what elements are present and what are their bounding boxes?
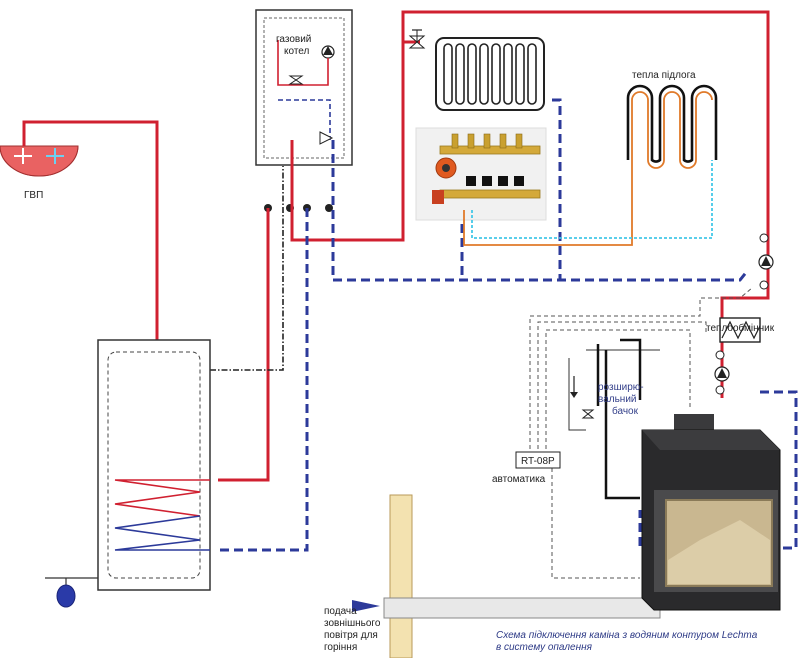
caption-line-2: в систему опалення bbox=[496, 642, 593, 653]
boiler-safety-valve-icon bbox=[288, 75, 304, 85]
expansion-tank-label-2: вальний bbox=[598, 394, 637, 405]
floor-heating-coil bbox=[626, 84, 718, 163]
tank-coil-supply-pipe bbox=[218, 208, 270, 482]
air-supply-label-2: зовнішнього bbox=[324, 618, 381, 629]
circulation-pump-upper bbox=[758, 233, 774, 290]
hot-water-pipe bbox=[22, 120, 159, 340]
automation-sensor-line-4 bbox=[551, 468, 640, 579]
expansion-pipe-b bbox=[620, 338, 642, 400]
automation-sensor-line-2 bbox=[537, 321, 707, 456]
circulation-pump-lower bbox=[714, 350, 730, 395]
floor-heating-return-pipe bbox=[471, 160, 713, 239]
hot-water-label: ГВП bbox=[24, 190, 43, 201]
heat-exchanger-label: теплообмінник bbox=[706, 322, 775, 334]
tank-coil-blue bbox=[114, 515, 210, 551]
automation-sensor-line-3 bbox=[545, 329, 691, 456]
expansion-tank-label-3: бачок bbox=[612, 405, 639, 417]
hot-water-storage-tank bbox=[97, 339, 211, 591]
boiler-shutoff-valves bbox=[264, 204, 333, 212]
controller-box bbox=[515, 451, 561, 469]
boiler-three-way-valve-icon bbox=[319, 131, 334, 145]
caption-line-1: Схема підключення каміна з водяним конту… bbox=[496, 630, 758, 641]
floor-heating-manifold bbox=[415, 127, 547, 221]
air-supply-label-3: повітря для bbox=[324, 630, 378, 641]
gas-boiler-label-2: котел bbox=[284, 46, 310, 57]
main-return-pipe bbox=[333, 269, 750, 282]
air-supply-label-1: подача bbox=[324, 606, 357, 617]
radiator bbox=[435, 37, 545, 111]
controller-label: RT-08P bbox=[521, 456, 555, 467]
gas-boiler-label-1: газовий bbox=[276, 34, 311, 45]
radiator-valve-icon bbox=[408, 29, 426, 49]
shutoff-valve-icon bbox=[325, 204, 333, 212]
wall bbox=[389, 494, 413, 658]
floor-heating-label: тепла підлога bbox=[632, 70, 696, 81]
tank-coil-red bbox=[114, 479, 210, 517]
expansion-tank-label-1: розширю- bbox=[598, 382, 644, 393]
air-supply-label-4: горіння bbox=[324, 642, 357, 653]
automation-label: автоматика bbox=[492, 474, 546, 485]
air-duct bbox=[383, 597, 661, 619]
gas-boiler bbox=[255, 9, 353, 166]
tank-sensor-line bbox=[210, 166, 284, 371]
tank-coil-return-pipe bbox=[218, 208, 309, 552]
expansion-pipe-c bbox=[604, 350, 640, 500]
hot-water-fixture bbox=[0, 145, 79, 177]
automation-sensor-line-1 bbox=[529, 287, 753, 456]
heat-exchanger bbox=[719, 317, 761, 343]
tank-expansion-vessel bbox=[45, 577, 98, 608]
air-flow-arrow-icon bbox=[352, 600, 380, 612]
floor-heating-supply-pipe bbox=[463, 91, 713, 246]
fireplace-insert bbox=[641, 414, 781, 611]
expansion-valve-icon bbox=[581, 409, 595, 419]
